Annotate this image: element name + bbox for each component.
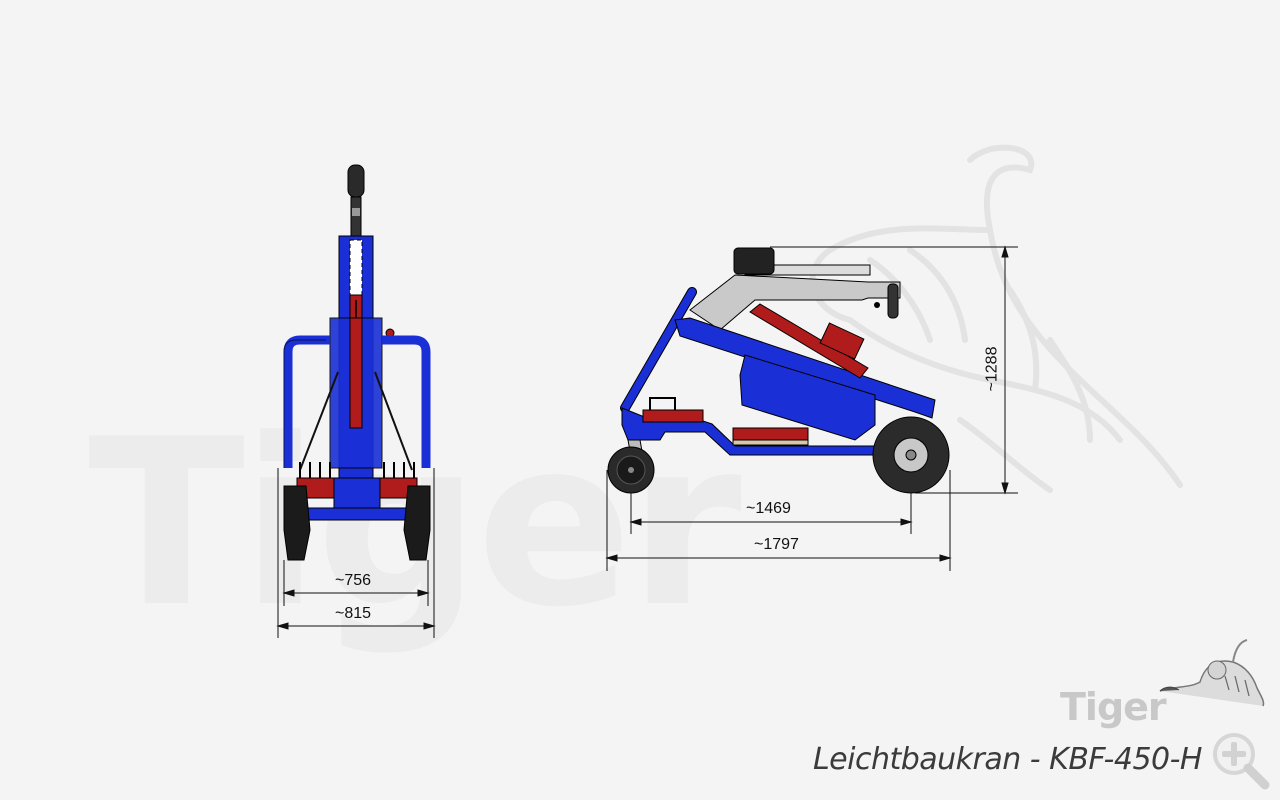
brand-logo-text: Tiger [1060,685,1167,729]
dimension-wheelbase: ~1469 [746,500,791,517]
zoom-in-button[interactable] [1210,730,1272,792]
front-view-drawing [276,164,436,638]
product-title: Leichtbaukran - KBF-450-H [812,742,1203,777]
dimension-overall-width: ~815 [335,605,372,622]
dimension-overall-height: ~1288 [983,346,1001,392]
side-view-drawing [605,245,1018,571]
dimension-overall-length: ~1797 [754,536,799,553]
magnifier-plus-icon [1213,733,1270,790]
tiger-logo-icon [1159,639,1265,707]
dimension-track-width: ~756 [335,572,372,589]
